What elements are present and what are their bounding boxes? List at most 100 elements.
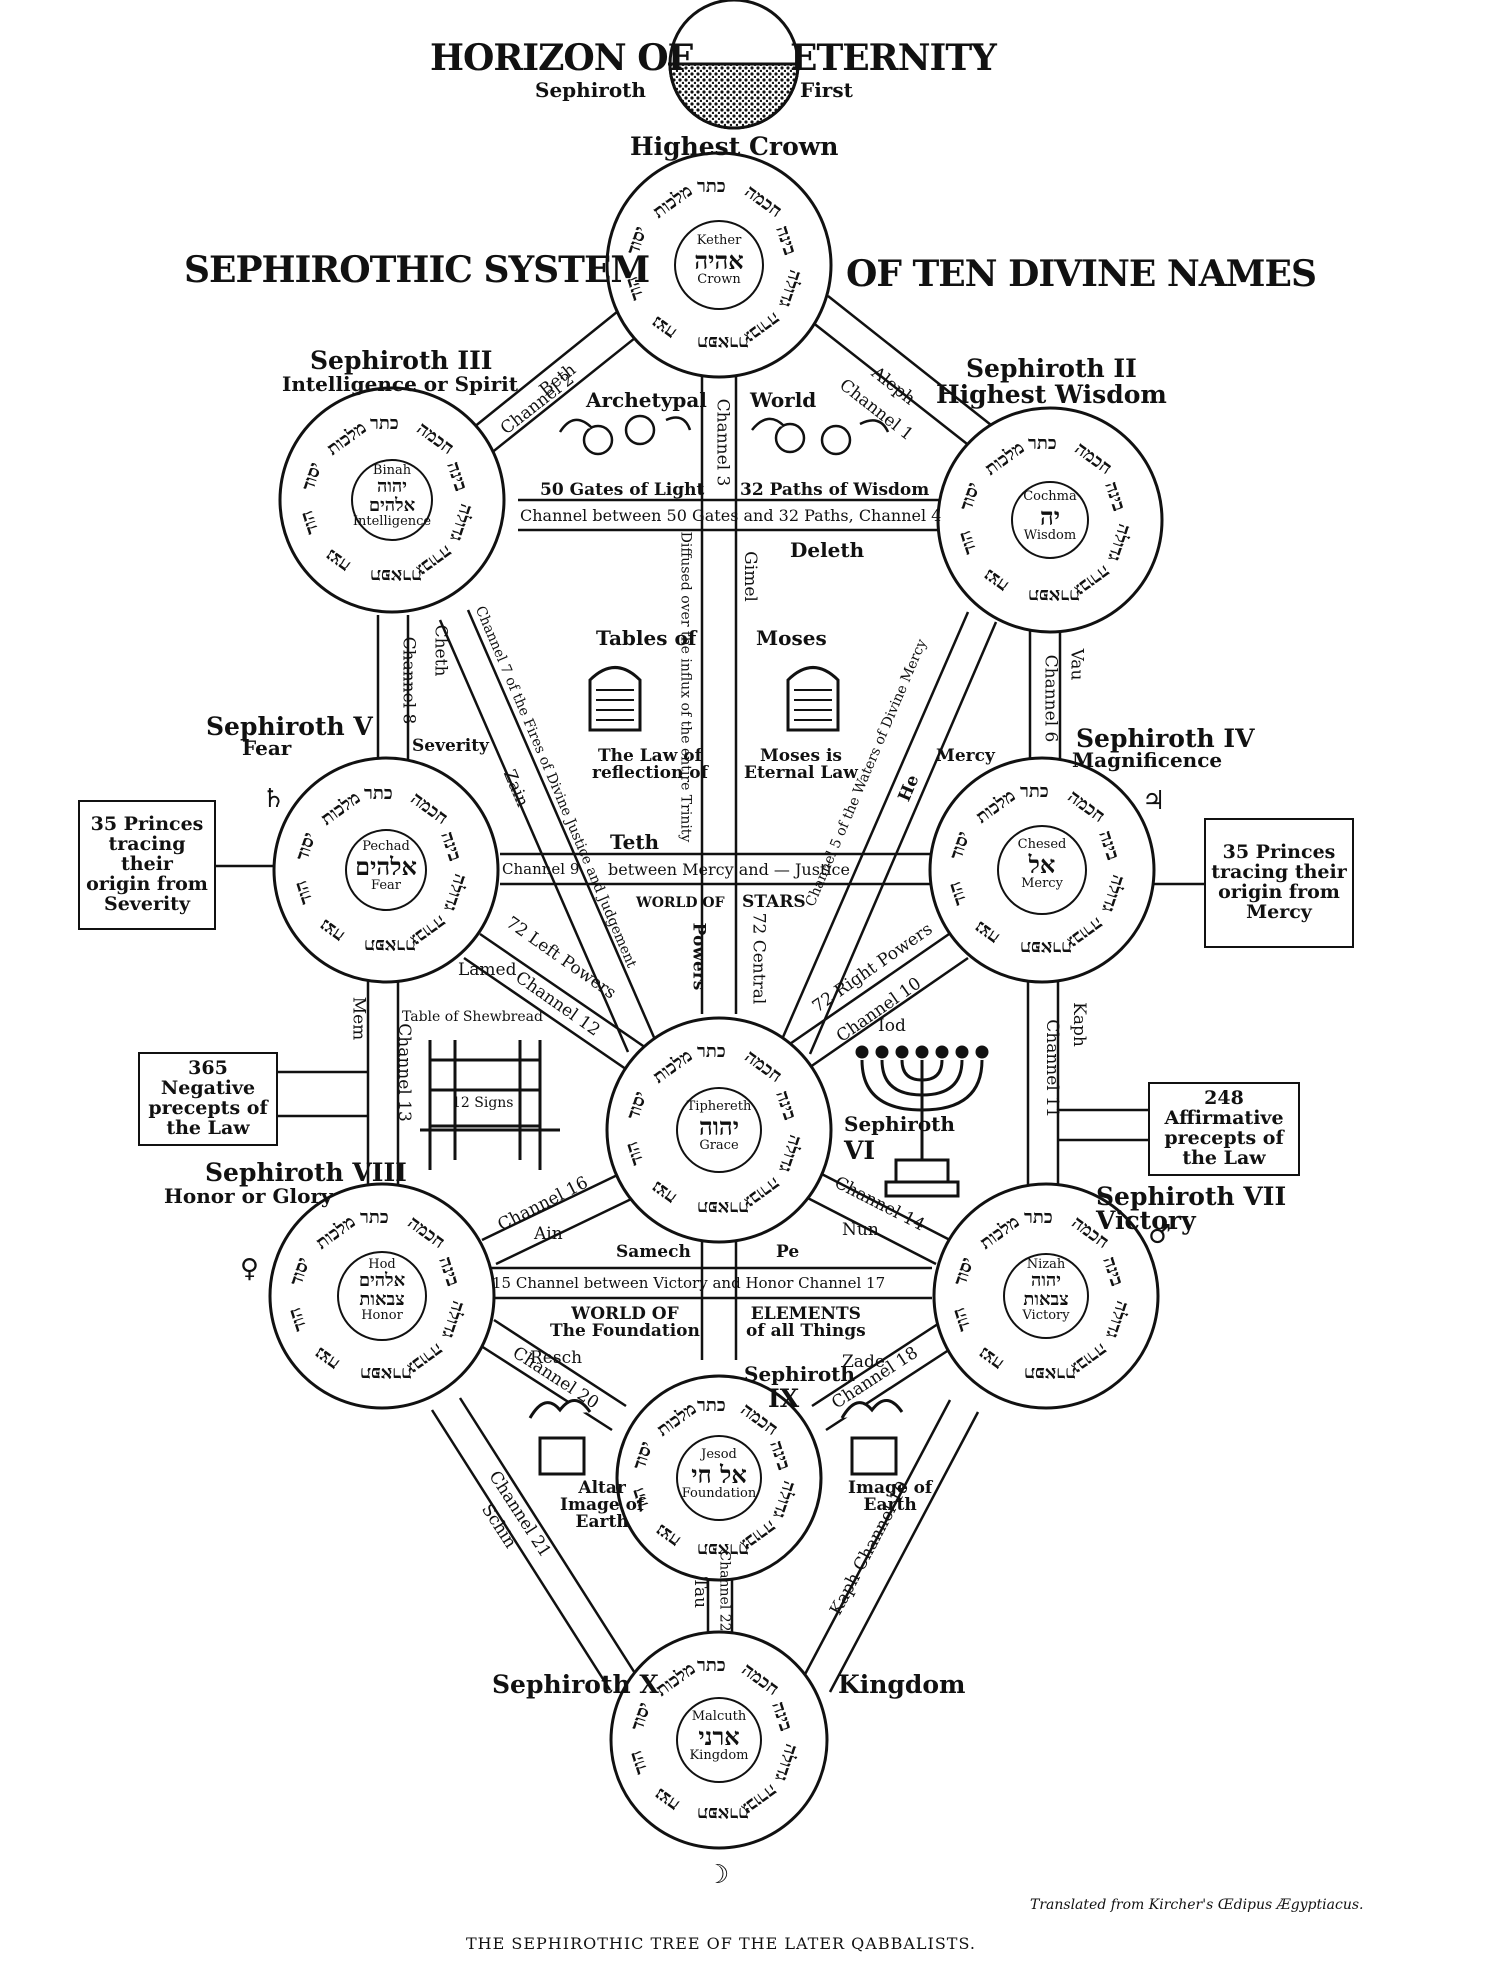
gates-of-light-label: 50 Gates of Light: [540, 480, 705, 500]
nizah-center: Nizah יהוה צבאות Victory: [991, 1258, 1101, 1323]
pechad-ring-word: הוד: [289, 878, 318, 908]
hod-ring-word: הוד: [283, 1305, 312, 1335]
cochma-label-1: Sephiroth II: [966, 354, 1137, 383]
pechad-ring-word: כתר: [364, 783, 393, 804]
saturn-icon: ♄: [262, 784, 286, 814]
cochma-name: Cochma: [1023, 489, 1077, 504]
nizah-hebrew-2: צבאות: [1023, 1288, 1069, 1310]
translated-note: Translated from Kircher's Œdipus Ægyptia…: [1030, 1897, 1364, 1913]
archetypal-label: Archetypal: [586, 388, 707, 412]
zade-label: Zade: [842, 1352, 885, 1372]
cochma-ring-word: תפארת: [1028, 585, 1081, 606]
channel-2: [457, 294, 639, 441]
hod-hebrew-2: צבאות: [359, 1288, 405, 1310]
chesed-ring-word: גדולה: [1097, 872, 1130, 915]
hod-ring-word: תפארת: [360, 1363, 413, 1384]
gimel-label: Gimel: [739, 551, 760, 602]
moses-eternal-label: Moses is Eternal Law: [744, 746, 858, 783]
cochma-ring-word: כתר: [1028, 433, 1057, 454]
chesed-ring-word: כתר: [1020, 781, 1049, 802]
malcuth-ring-word: גדולה: [770, 1741, 803, 1784]
pe-label: Pe: [776, 1242, 800, 1262]
cochma-hebrew: יה: [1039, 501, 1061, 531]
title-system-left: SEPHIROTHIC SYSTEM: [184, 249, 650, 291]
jesod-ring-word: מלכות: [652, 1397, 701, 1441]
cochma-ring-word: יסוד: [955, 479, 985, 513]
chesed-ring-word: מלכות: [972, 785, 1020, 828]
resch-label: Resch: [530, 1348, 583, 1368]
channel6-label: Channel 6: [1040, 654, 1061, 743]
world-of-label: WORLD OF: [636, 895, 725, 911]
chesed-ring-word: נצח: [970, 916, 1004, 949]
tiphereth-hebrew: יהוה: [698, 1111, 740, 1141]
binah-ring-word: כתר: [370, 413, 399, 434]
cheth-label: Cheth: [430, 624, 451, 677]
nizah-ring-word: כתר: [1024, 1207, 1053, 1228]
binah-ring-word: נצח: [321, 544, 355, 578]
kaph-label: Kaph: [1068, 1002, 1089, 1047]
malcuth-ring-word: כתר: [697, 1655, 726, 1676]
cherubs-icon: [558, 414, 890, 456]
hod-meaning: Honor: [361, 1308, 403, 1324]
world-foundation-label: WORLD OF The Foundation: [550, 1304, 700, 1341]
kether-center: Kether אהיה Crown: [664, 234, 774, 286]
pechad-ring-word: גדולה: [439, 871, 472, 915]
mercy-label: Mercy: [936, 746, 995, 766]
binah-ring-word: חכמה: [412, 417, 458, 459]
nizah-ring-word: בינה: [1098, 1254, 1128, 1289]
malcuth-ring-word: הוד: [624, 1747, 653, 1777]
pechad-ring-word: יסוד: [291, 829, 321, 863]
moses-label: Moses: [756, 626, 827, 650]
world-label: World: [750, 388, 817, 412]
cochma-ring-word: גדולה: [1103, 521, 1136, 565]
princes-severity-box: 35 Princes tracing their origin from Sev…: [78, 800, 216, 930]
malcuth-ring-word: יסוד: [626, 1699, 656, 1734]
channel3-label: Channel 3: [712, 398, 733, 487]
affirmative-precepts-box: 248 Affirmative precepts of the Law: [1148, 1082, 1300, 1176]
nizah-label-1: Sephiroth VII: [1096, 1182, 1287, 1211]
chesed-ring-word: תפארת: [1020, 937, 1073, 958]
binah-name: Binah: [372, 463, 412, 478]
law-of-reflection-label: The Law of reflection of: [592, 746, 708, 783]
channel-20: [477, 1342, 613, 1432]
ain-label: Ain: [534, 1224, 563, 1244]
channel22-label: Channel 22: [716, 1550, 733, 1632]
tiphereth-ring-word: נצח: [647, 1176, 681, 1209]
channel9-label: Channel 9: [502, 860, 580, 878]
jesod-ring-word: נצח: [650, 1519, 685, 1552]
severity-label: Severity: [412, 736, 489, 756]
deleth-label: Deleth: [790, 538, 865, 562]
hod-label-2: Honor or Glory: [164, 1184, 333, 1208]
hod-ring-word: חכמה: [403, 1211, 449, 1253]
kether-ring-word: כתר: [697, 176, 726, 197]
mars-icon: ♂: [1148, 1220, 1172, 1250]
pechad-center: Pechad אלהים Fear: [331, 840, 441, 892]
figure-caption: THE SEPHIROTHIC TREE OF THE LATER QABBAL…: [466, 1934, 976, 1953]
shewbread-label: Table of Shewbread: [402, 1009, 543, 1025]
hod-hebrew-1: אלהים: [358, 1269, 406, 1291]
hod-name: Hod: [368, 1257, 396, 1272]
hod-ring-word: יסוד: [285, 1254, 315, 1289]
tiphereth-ring-word: כתר: [697, 1041, 726, 1062]
paths-of-wisdom-label: 32 Paths of Wisdom: [740, 480, 930, 500]
hod-ring-word: כתר: [360, 1207, 389, 1228]
channel-10: [783, 930, 953, 1050]
tiphereth-ring-word: מלכות: [649, 1045, 697, 1088]
nizah-ring-word: גדולה: [1101, 1298, 1134, 1341]
binah-ring-word: גדולה: [445, 501, 478, 545]
pechad-hebrew: אלהים: [355, 851, 417, 881]
negative-precepts-box: 365 Negative precepts of the Law: [138, 1052, 278, 1146]
malcuth-hebrew: ארני: [698, 1721, 740, 1751]
binah-ring-word: הוד: [295, 508, 324, 538]
nizah-name: Nizah: [1026, 1257, 1066, 1272]
vau-label: Vau: [1066, 648, 1087, 681]
powers-label: Powers: [688, 922, 709, 991]
chesed-center: Chesed אל Mercy: [987, 838, 1097, 890]
jesod-ring-word: יסוד: [628, 1438, 657, 1472]
samech-label: Samech: [616, 1242, 691, 1262]
cochma-ring-word: הוד: [953, 528, 982, 558]
nizah-ring-word: תפארת: [1024, 1363, 1077, 1384]
binah-meaning: Intelligence: [352, 514, 432, 530]
hod-ring-word: בינה: [434, 1254, 464, 1289]
channel13-label: Channel 13: [393, 1023, 414, 1122]
